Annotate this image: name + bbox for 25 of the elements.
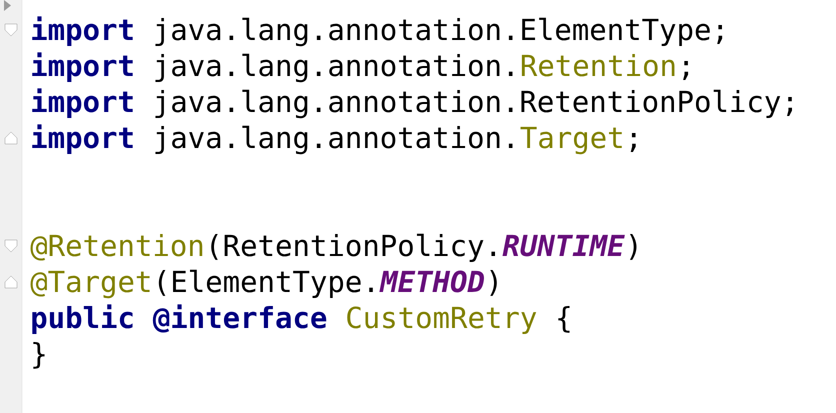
keyword: import — [32, 124, 133, 154]
keyword: import — [32, 52, 133, 82]
code-text: (RetentionPolicy. — [211, 234, 496, 262]
keyword: public — [32, 304, 133, 334]
annotation-name: Retention — [522, 54, 674, 76]
code-text: java.lang.annotation. — [155, 54, 512, 82]
code-text: ; — [683, 60, 688, 80]
keyword: import — [32, 88, 133, 118]
code-text: java.lang.annotation.RetentionPolicy; — [155, 90, 792, 118]
code-text: ) — [630, 234, 636, 260]
constant-name: METHOD — [379, 270, 484, 292]
code-text: java.lang.annotation. — [155, 126, 512, 154]
annotation-name: CustomRetry — [347, 306, 536, 334]
code-text: java.lang.annotation.ElementType; — [155, 18, 722, 46]
code-text: ) — [490, 270, 497, 296]
code-text: { — [558, 306, 570, 333]
annotation-name: @Target — [30, 270, 150, 298]
keyword: @interface — [152, 304, 326, 333]
annotation-name: Target — [520, 126, 622, 154]
keyword: import — [32, 16, 133, 46]
constant-name: RUNTIME — [502, 234, 625, 256]
code-text: (ElementType. — [158, 270, 373, 298]
code-text: ; — [630, 132, 636, 152]
annotation-name: @Retention — [30, 234, 202, 261]
code-text: } — [33, 342, 45, 369]
